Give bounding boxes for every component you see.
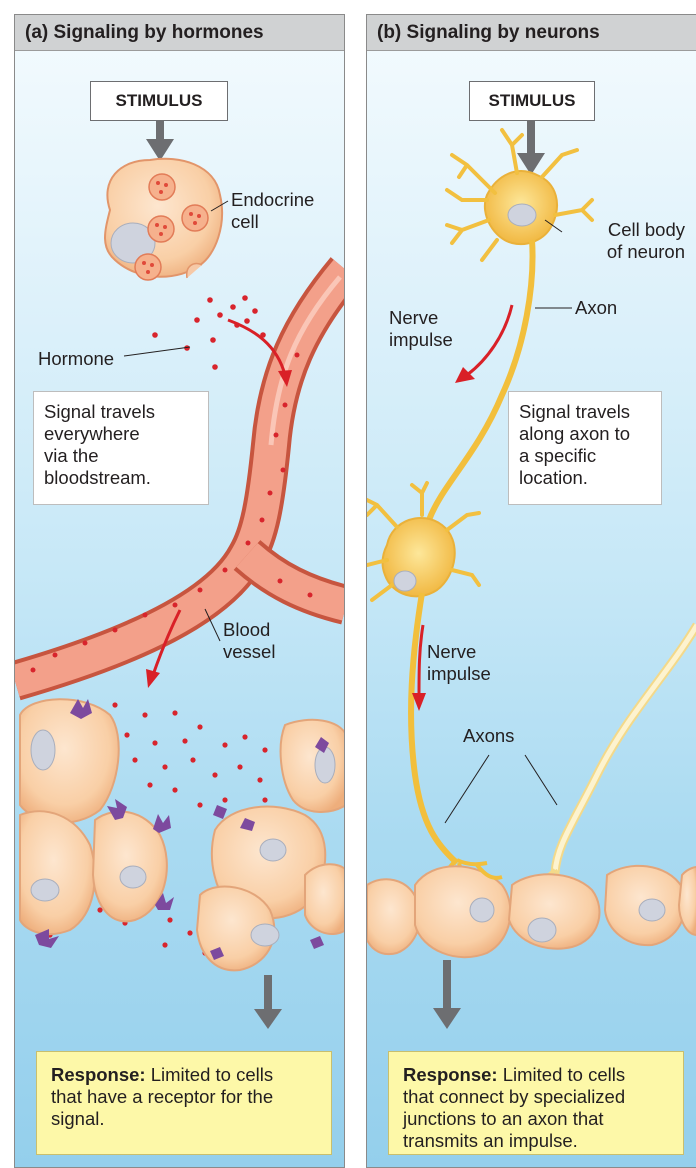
signal-travels-box: Signal travels everywhere via the bloods…: [33, 391, 209, 505]
cell-body-label: Cell body of neuron: [567, 219, 685, 263]
neuron-middle: [367, 483, 479, 600]
neuron-top-nucleus: [508, 204, 536, 226]
axons-label: Axons: [463, 725, 514, 747]
response-arrow: [254, 975, 282, 1029]
hormone-molecules: [152, 295, 266, 370]
panel-b-title: (b) Signaling by neurons: [367, 15, 696, 51]
axon-bottom: [411, 593, 457, 863]
signal-travels-box-b: Signal travels along axon to a specific …: [508, 391, 662, 505]
target-cells: [20, 699, 345, 970]
stimulus-label: STIMULUS: [90, 81, 228, 121]
blood-vessel-label: Blood vessel: [223, 619, 275, 663]
panel-neurons: (b) Signaling by neurons STIMULUS Cell b…: [366, 14, 696, 1168]
response-box-neurons: Response: Limited to cells that connect …: [388, 1051, 684, 1155]
panel-a-title: (a) Signaling by hormones: [15, 15, 344, 51]
endocrine-cell-label: Endocrine cell: [231, 189, 314, 233]
response-arrow-b: [433, 960, 461, 1029]
nerve-impulse-label-2: Nerve impulse: [427, 641, 491, 685]
endocrine-cell: [105, 159, 222, 280]
second-neuron: [527, 625, 696, 905]
response-box-hormones: Response: Limited to cells that have a r…: [36, 1051, 332, 1155]
panel-hormones: (a) Signaling by hormones STIMULUS Endoc…: [14, 14, 345, 1168]
hormone-label: Hormone: [38, 348, 114, 370]
nerve-impulse-arrow-1: [455, 305, 512, 383]
nerve-impulse-label-1: Nerve impulse: [389, 307, 453, 351]
hormone-illustration: [15, 15, 345, 1168]
neuron-middle-nucleus: [394, 571, 416, 591]
stimulus-label-b: STIMULUS: [469, 81, 595, 121]
neuron-illustration: [367, 15, 696, 1168]
axon-label: Axon: [575, 297, 617, 319]
